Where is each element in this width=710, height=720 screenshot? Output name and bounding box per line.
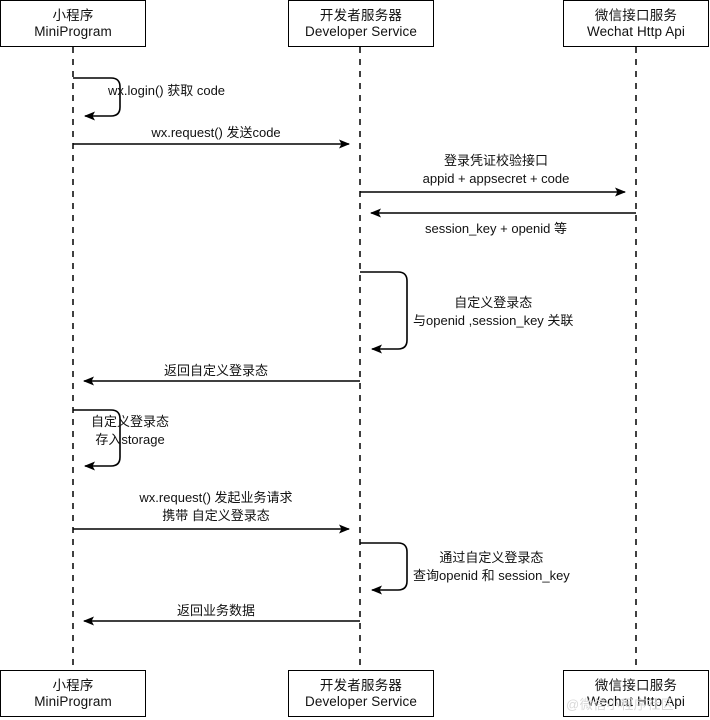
actor-box-developer-service-top[interactable]: 开发者服务器 Developer Service xyxy=(288,0,434,47)
actor-name-cn: 小程序 xyxy=(52,7,94,23)
actor-name-cn: 微信接口服务 xyxy=(594,7,678,23)
actor-name-cn: 开发者服务器 xyxy=(319,677,403,693)
message-arrow-m9 xyxy=(360,542,408,595)
actor-name-en: Developer Service xyxy=(304,23,417,39)
actor-box-miniprogram-bottom[interactable]: 小程序 MiniProgram xyxy=(0,670,146,717)
actor-box-miniprogram-top[interactable]: 小程序 MiniProgram xyxy=(0,0,146,47)
actor-name-en: Wechat Http Api xyxy=(586,23,686,39)
message-arrow-m5 xyxy=(360,271,408,354)
actor-name-cn: 开发者服务器 xyxy=(319,7,403,23)
message-arrow-m1 xyxy=(73,77,121,121)
actor-name-en: MiniProgram xyxy=(34,23,112,39)
actor-box-wechat-http-api-top[interactable]: 微信接口服务 Wechat Http Api xyxy=(563,0,709,47)
actor-box-developer-service-bottom[interactable]: 开发者服务器 Developer Service xyxy=(288,670,434,717)
actor-name-cn: 小程序 xyxy=(52,677,94,693)
actor-box-wechat-http-api-bottom[interactable]: 微信接口服务 Wechat Http Api xyxy=(563,670,709,717)
actor-name-en: Developer Service xyxy=(304,693,417,709)
actor-name-en: Wechat Http Api xyxy=(586,693,686,709)
actor-name-en: MiniProgram xyxy=(34,693,112,709)
actor-name-cn: 微信接口服务 xyxy=(594,677,678,693)
watermark-text: @微信小程序社区 xyxy=(566,697,675,712)
message-arrow-m7 xyxy=(73,409,121,471)
